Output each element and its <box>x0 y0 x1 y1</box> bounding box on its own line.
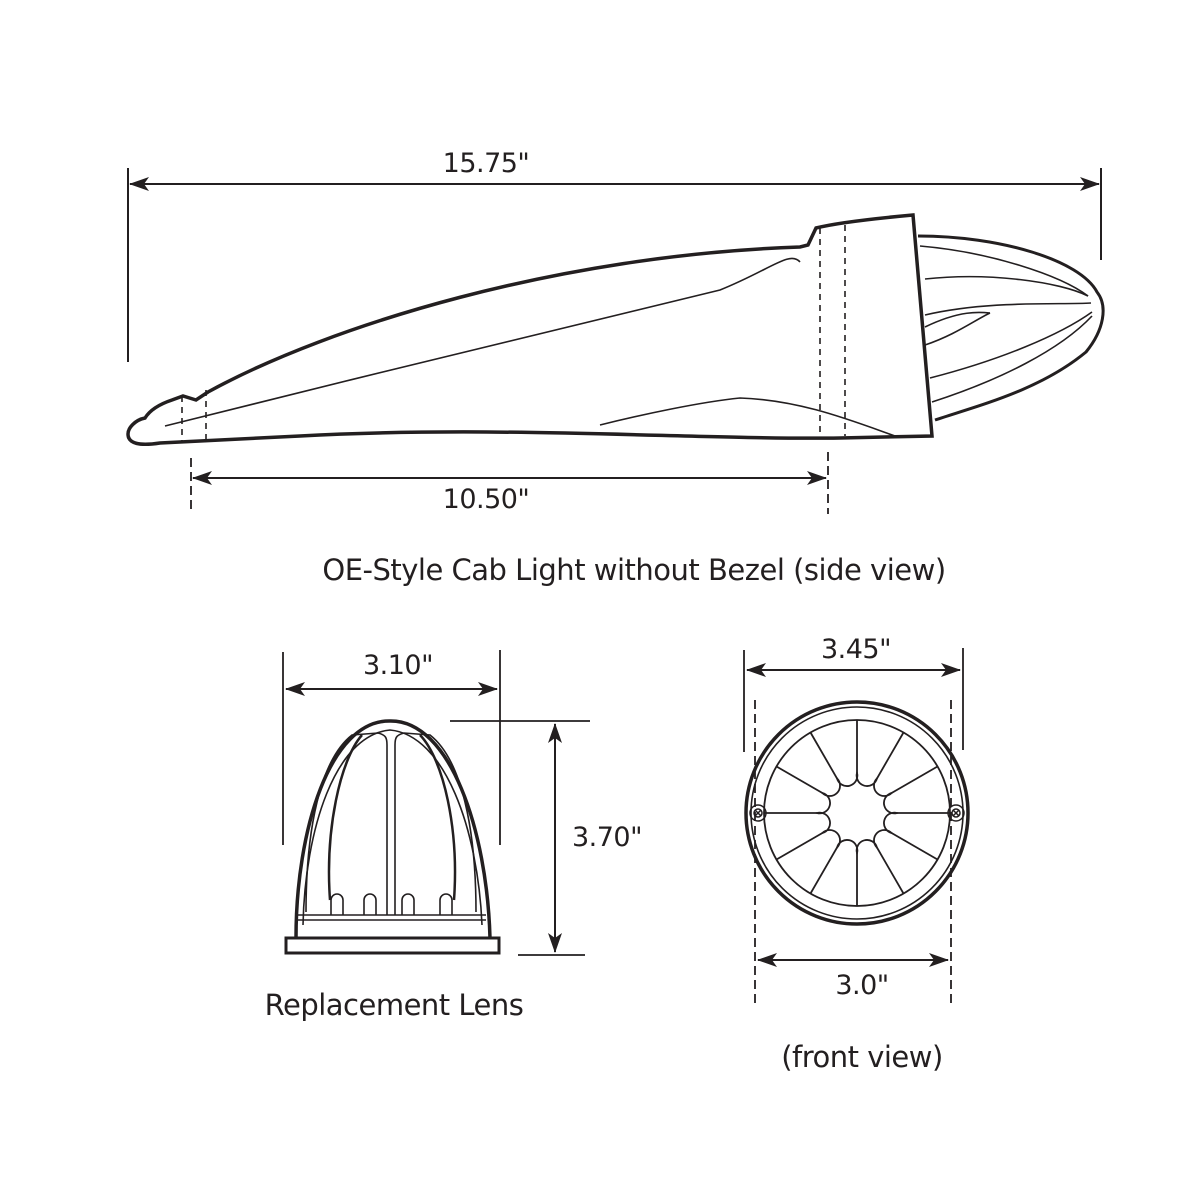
dimension-overall-length <box>127 168 1102 362</box>
dimension-label-outer-diameter: 3.45" <box>820 634 892 665</box>
replacement-lens-caption: Replacement Lens <box>264 988 524 1022</box>
front-view-drawing <box>743 648 970 1005</box>
lens-cap <box>917 234 1105 422</box>
dimension-label-lens-height: 3.70" <box>571 822 643 853</box>
lens-spokes <box>764 720 950 906</box>
dimension-label-overall-length: 15.75" <box>442 148 530 179</box>
side-view-caption: OE-Style Cab Light without Bezel (side v… <box>322 553 946 587</box>
dimension-label-body-length: 10.50" <box>442 484 530 515</box>
front-view-caption: (front view) <box>781 1040 943 1074</box>
dimension-body-length <box>190 452 829 514</box>
screw-right-icon <box>947 804 965 822</box>
dimension-label-lens-width: 3.10" <box>362 650 434 681</box>
dimension-label-inner-diameter: 3.0" <box>835 970 889 1001</box>
side-view-drawing <box>126 168 1105 514</box>
replacement-lens-drawing <box>282 650 590 956</box>
screw-left-icon <box>749 804 767 822</box>
housing-body <box>126 213 934 447</box>
lens-hub <box>813 769 901 857</box>
